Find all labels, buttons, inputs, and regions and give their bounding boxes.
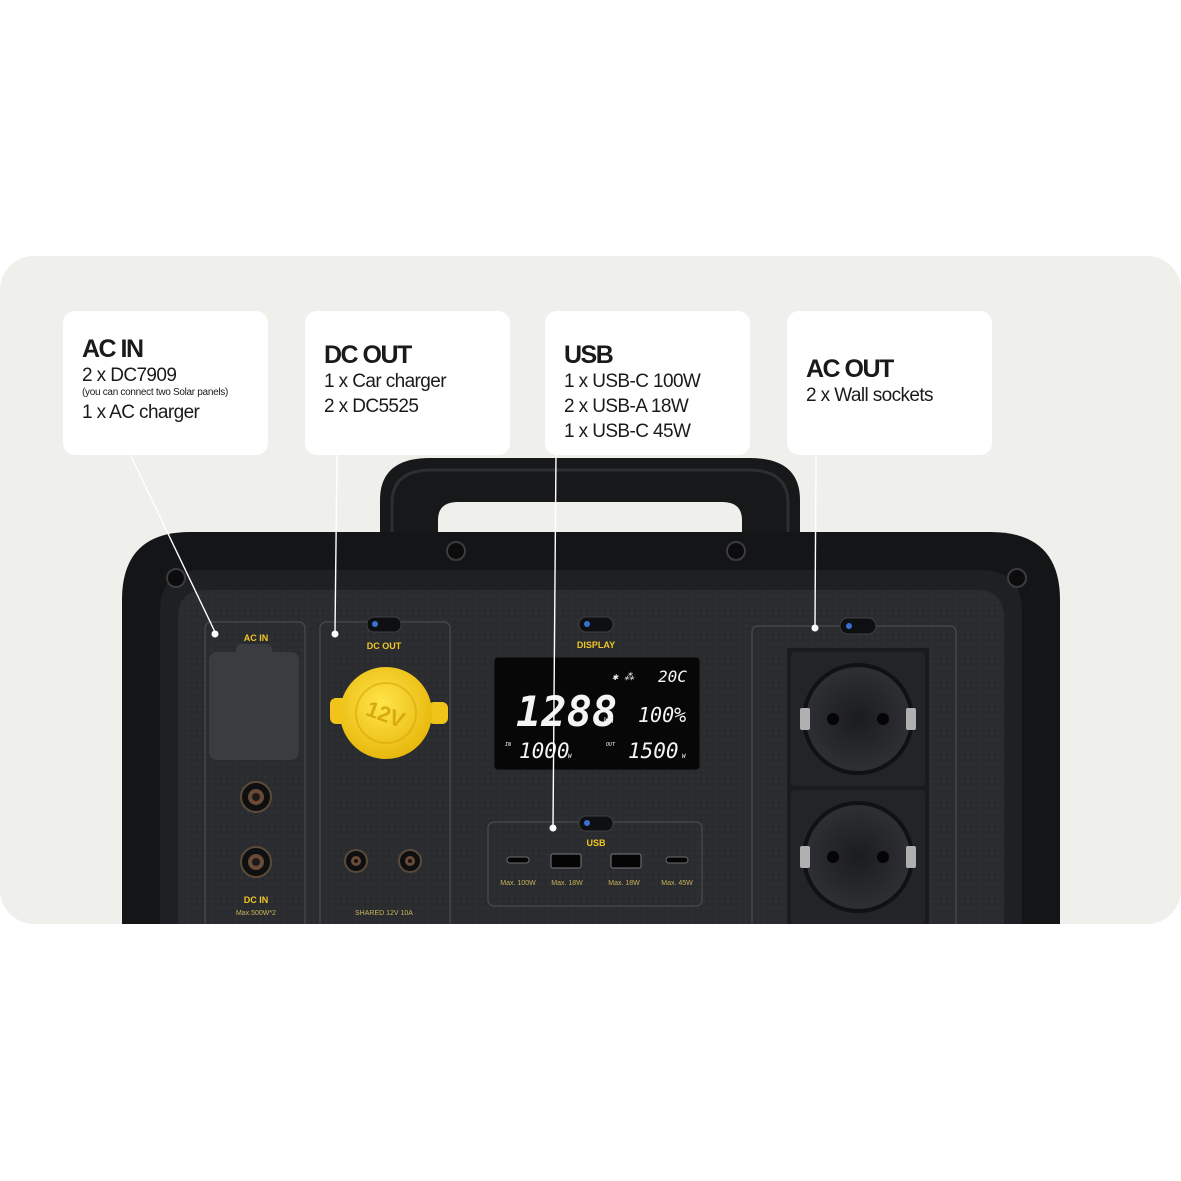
svg-text:✱ ⁂: ✱ ⁂ xyxy=(612,671,635,683)
ac-in-card: AC IN 2 x DC7909 (you can connect two So… xyxy=(63,311,268,455)
lcd-out-value: 1500 xyxy=(628,739,679,763)
ac-out-card: AC OUT 2 x Wall sockets xyxy=(787,311,992,455)
shared-label: SHARED 12V 10A xyxy=(355,910,413,917)
dc-out-title: DC OUT xyxy=(324,341,412,369)
lcd-in-label: IN xyxy=(505,742,512,748)
car-charger-socket: 12V xyxy=(330,667,448,759)
lcd-in-unit: W xyxy=(568,753,573,760)
usb-device-label: USB xyxy=(586,838,606,848)
dc-out-line-2: 2 x DC5525 xyxy=(324,396,419,417)
wall-socket-2 xyxy=(791,790,925,924)
power-station-device: AC IN DC IN Max.500W*2 DC OUT 12V SHARED… xyxy=(122,453,1060,924)
ac-in-port-cover xyxy=(209,652,299,760)
dc-in-device-label: DC IN xyxy=(244,895,269,905)
dc-out-line-1: 1 x Car charger xyxy=(324,371,447,392)
usb-port-label-2: Max. 18W xyxy=(551,880,583,887)
usb-line-3: 1 x USB-C 45W xyxy=(564,421,691,442)
usb-line-1: 1 x USB-C 100W xyxy=(564,371,701,392)
lcd-capacity-unit: Wh xyxy=(604,716,614,725)
lcd-temp: 20C xyxy=(658,667,687,686)
ac-in-note: (you can connect two Solar panels) xyxy=(82,387,228,398)
dc-in-max-label: Max.500W*2 xyxy=(236,910,276,917)
ac-in-title: AC IN xyxy=(82,335,144,363)
ac-out-title: AC OUT xyxy=(806,355,894,383)
usb-line-2: 2 x USB-A 18W xyxy=(564,396,689,417)
usb-title: USB xyxy=(564,341,614,369)
ac-in-line-1: 2 x DC7909 xyxy=(82,365,177,386)
ac-in-device-label: AC IN xyxy=(244,633,269,643)
ac-out-line-1: 2 x Wall sockets xyxy=(806,385,934,406)
handle xyxy=(380,458,800,540)
dc5525-ports xyxy=(344,849,422,873)
usb-card: USB 1 x USB-C 100W 2 x USB-A 18W 1 x USB… xyxy=(545,311,750,455)
usb-port-label-3: Max. 18W xyxy=(608,880,640,887)
usb-ports xyxy=(506,853,689,869)
lcd-out-unit: W xyxy=(682,753,687,760)
ac-in-line-2: 1 x AC charger xyxy=(82,402,200,423)
lcd-screen xyxy=(493,656,701,771)
dc-out-card: DC OUT 1 x Car charger 2 x DC5525 xyxy=(305,311,510,455)
display-device-label: DISPLAY xyxy=(577,640,615,650)
lcd-in-value: 1000 xyxy=(519,739,570,763)
dc7909-ports xyxy=(240,781,272,878)
dc-out-device-label: DC OUT xyxy=(367,641,402,651)
callout-lines xyxy=(129,453,817,827)
wall-socket-1 xyxy=(791,652,925,786)
usb-port-label-1: Max. 100W xyxy=(500,880,536,887)
lcd-percent: 100% xyxy=(638,703,686,727)
lcd-out-label: OUT xyxy=(606,742,616,748)
lcd-capacity: 1288 xyxy=(516,687,617,736)
usb-port-label-4: Max. 45W xyxy=(661,880,693,887)
